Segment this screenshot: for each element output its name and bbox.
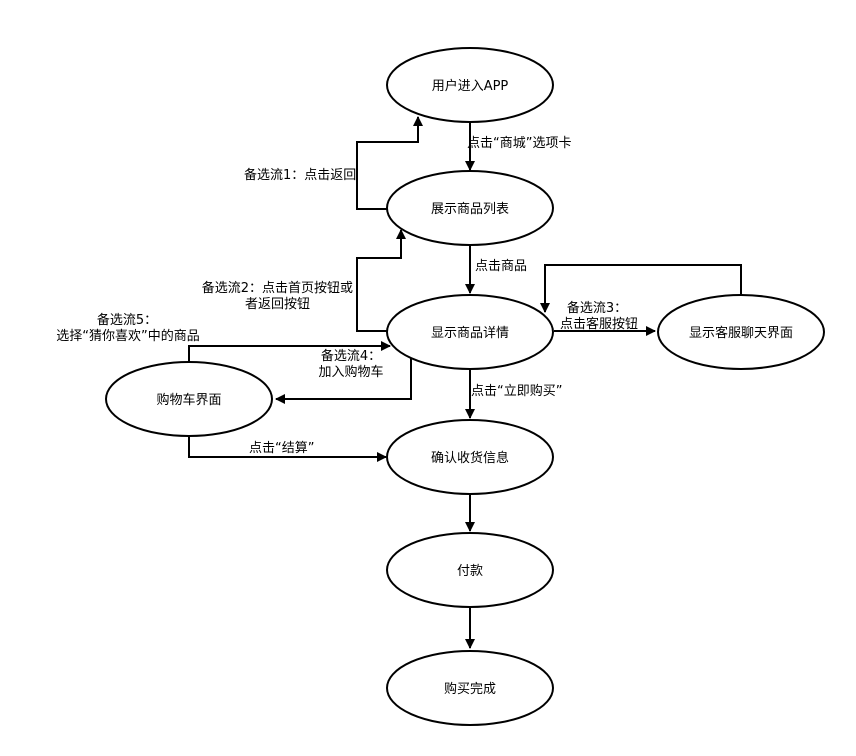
node-done-label: 购买完成 — [444, 681, 496, 697]
edge-alt2-back — [356, 229, 406, 332]
edge-alt4-detail-to-cart — [275, 355, 412, 404]
node-done: 购买完成 — [386, 650, 554, 726]
edge-alt5-cart-to-detail — [188, 341, 391, 362]
edge-label-alt2-line1: 备选流2：点击首页按钮或 — [202, 280, 353, 296]
node-service-label: 显示客服聊天界面 — [689, 325, 793, 341]
edge-label-alt3-line2: 点击客服按钮 — [560, 316, 638, 332]
edge-label-alt5-line1: 备选流5： — [97, 312, 157, 328]
edge-label-checkout: 点击“结算” — [249, 441, 314, 456]
node-detail-label: 显示商品详情 — [431, 326, 509, 341]
edge-alt1-back — [356, 116, 423, 210]
edge-label-alt2-line2: 者返回按钮 — [245, 297, 310, 312]
edge-label-to-detail: 点击商品 — [475, 259, 527, 274]
edge-service-back — [540, 264, 742, 313]
edge-label-to-list: 点击“商城”选项卡 — [467, 136, 571, 151]
node-detail: 显示商品详情 — [386, 294, 554, 370]
edge-cart-to-confirm — [188, 436, 387, 462]
node-cart: 购物车界面 — [105, 361, 273, 437]
edge-label-alt3-line1: 备选流3： — [567, 300, 627, 316]
node-pay-label: 付款 — [457, 564, 483, 579]
node-app: 用户进入APP — [386, 47, 554, 123]
node-cart-label: 购物车界面 — [156, 392, 221, 408]
node-pay: 付款 — [386, 532, 554, 608]
node-list-label: 展示商品列表 — [431, 202, 509, 217]
edge-label-alt1: 备选流1：点击返回 — [244, 167, 356, 183]
node-confirm: 确认收货信息 — [386, 419, 554, 495]
edge-label-alt4-line2: 加入购物车 — [318, 364, 383, 380]
node-list: 展示商品列表 — [386, 170, 554, 246]
edge-label-buy-now: 点击“立即购买” — [471, 383, 562, 399]
node-service: 显示客服聊天界面 — [657, 294, 825, 370]
node-confirm-label: 确认收货信息 — [431, 450, 509, 466]
node-app-label: 用户进入APP — [432, 78, 509, 94]
edge-label-alt4-line1: 备选流4： — [321, 348, 381, 364]
edge-label-alt5-line2: 选择“猜你喜欢”中的商品 — [56, 328, 199, 344]
